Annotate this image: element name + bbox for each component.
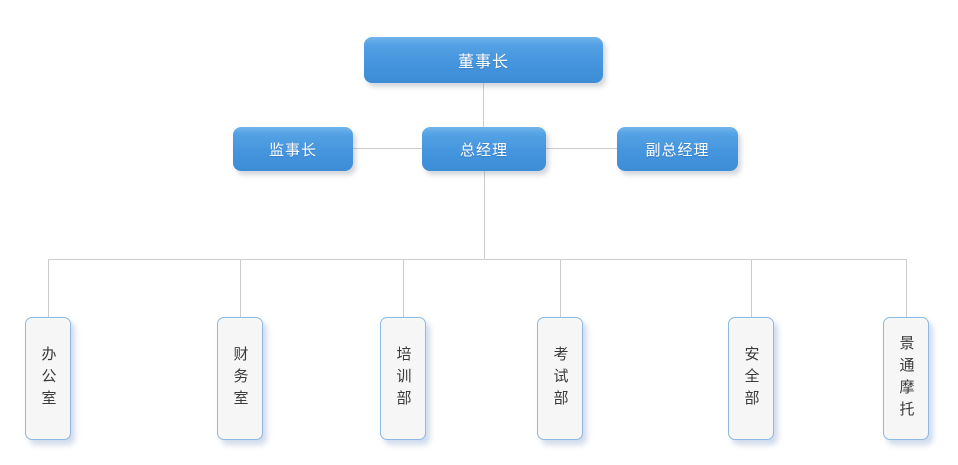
node-dept-training-label: 培训部 bbox=[394, 345, 412, 412]
node-dept-safety-label: 安全部 bbox=[742, 345, 760, 412]
node-supervisor-label: 监事长 bbox=[268, 141, 317, 159]
node-dept-finance-label: 财务室 bbox=[231, 345, 249, 412]
connector-gm-to-bus bbox=[484, 171, 485, 259]
node-dept-office: 办公室 bbox=[25, 317, 71, 440]
node-dept-office-label: 办公室 bbox=[39, 345, 57, 412]
node-dept-safety: 安全部 bbox=[728, 317, 774, 440]
connector-drop-jingtong-motor bbox=[906, 259, 907, 317]
node-deputy-general-manager: 副总经理 bbox=[617, 127, 738, 171]
connector-drop-safety bbox=[751, 259, 752, 317]
connector-supervisor-to-gm bbox=[353, 148, 422, 149]
node-general-manager: 总经理 bbox=[422, 127, 546, 171]
node-supervisor: 监事长 bbox=[233, 127, 353, 171]
node-chairman-label: 董事长 bbox=[457, 54, 509, 71]
node-dept-examination: 考试部 bbox=[537, 317, 583, 440]
node-dept-examination-label: 考试部 bbox=[551, 345, 569, 412]
connector-drop-finance bbox=[240, 259, 241, 317]
node-dept-finance: 财务室 bbox=[217, 317, 263, 440]
connector-drop-office bbox=[48, 259, 49, 317]
connector-department-bus bbox=[48, 259, 906, 260]
node-general-manager-label: 总经理 bbox=[459, 141, 508, 159]
node-dept-jingtong-motor: 景通摩托 bbox=[883, 317, 929, 440]
node-dept-training: 培训部 bbox=[380, 317, 426, 440]
connector-gm-to-deputy bbox=[546, 148, 617, 149]
connector-drop-training bbox=[403, 259, 404, 317]
connector-drop-examination bbox=[560, 259, 561, 317]
node-dept-jingtong-motor-label: 景通摩托 bbox=[897, 334, 915, 423]
connector-chairman-to-gm bbox=[483, 83, 484, 127]
node-deputy-general-manager-label: 副总经理 bbox=[645, 141, 710, 159]
node-chairman: 董事长 bbox=[364, 37, 603, 83]
